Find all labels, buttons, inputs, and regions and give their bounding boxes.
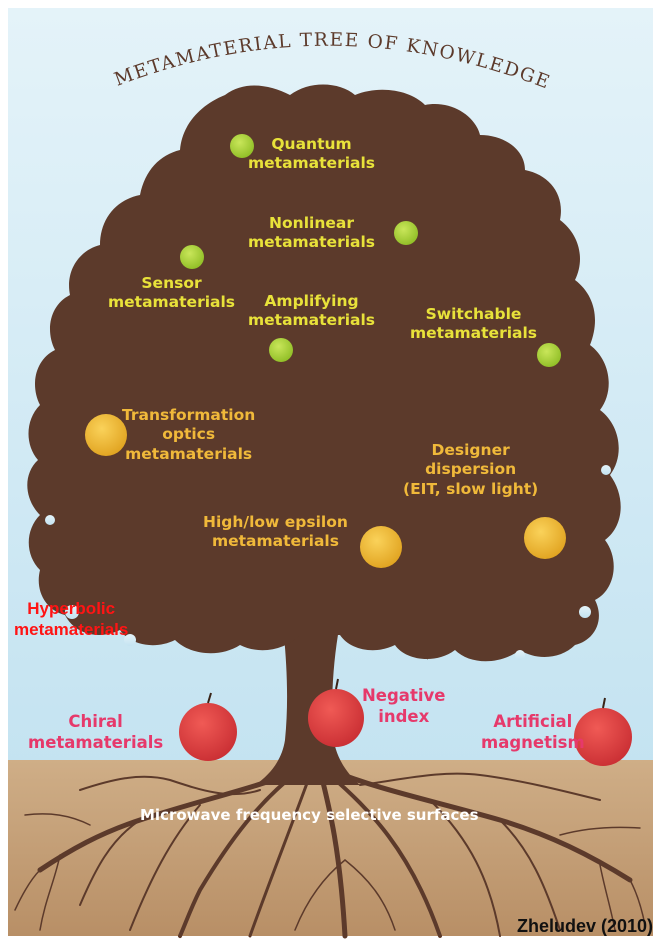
soil-ground — [8, 760, 653, 936]
label-microwave-fss: Microwave frequency selective surfaces — [140, 806, 479, 825]
credit-label: Zheludev (2010) — [517, 916, 653, 937]
